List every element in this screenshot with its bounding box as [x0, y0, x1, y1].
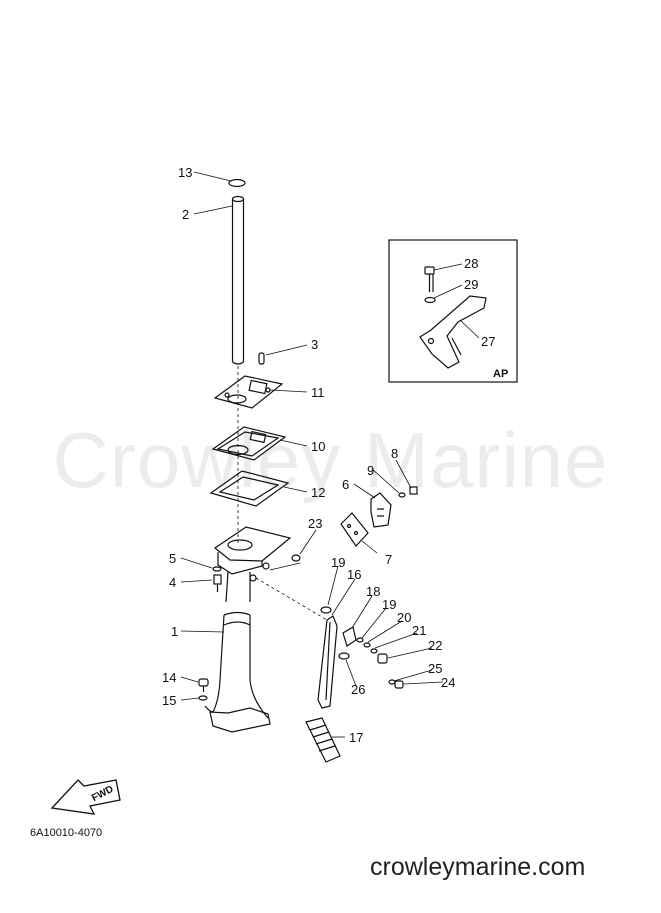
- top-plate-part-11: [213, 375, 284, 409]
- tiller-arm-part-16: [317, 615, 338, 709]
- callout-2: 2: [182, 207, 190, 222]
- cap-part-13: [228, 178, 246, 188]
- fwd-arrow-icon: [50, 779, 121, 815]
- callout-28: 28: [464, 256, 479, 271]
- callout-9: 9: [367, 463, 375, 478]
- diagram-code: 6A10010-4070: [30, 827, 103, 839]
- leader-lines: [180, 171, 480, 738]
- gasket-part-12: [209, 470, 290, 507]
- inset-frame-ap: [388, 239, 518, 383]
- callout-27: 27: [481, 334, 496, 349]
- callout-4: 4: [169, 575, 177, 590]
- callout-22: 22: [428, 638, 443, 653]
- callout-24: 24: [441, 675, 456, 690]
- clip-part-18: [342, 626, 357, 647]
- callout-20: 20: [397, 610, 412, 625]
- bolt-part-4: [213, 574, 222, 592]
- callout-19b: 19: [382, 597, 397, 612]
- pin-part-26: [338, 652, 350, 660]
- plate-part-7: [340, 512, 369, 547]
- callout-8: 8: [391, 446, 399, 461]
- nut-part-24: [394, 680, 404, 689]
- plate-part-10: [211, 426, 287, 461]
- callout-18: 18: [366, 584, 381, 599]
- upper-casing-part-1: [204, 526, 292, 733]
- callout-21: 21: [412, 623, 427, 638]
- bracket-part-6: [370, 492, 392, 528]
- callout-23: 23: [308, 516, 323, 531]
- callout-1: 1: [171, 624, 179, 639]
- callout-7: 7: [385, 552, 393, 567]
- washer-part-21: [370, 648, 378, 654]
- washer-part-15: [198, 695, 208, 701]
- callout-5: 5: [169, 551, 177, 566]
- bolt-part-8: [409, 486, 418, 495]
- washer-part-29: [424, 296, 436, 304]
- callout-14: 14: [162, 670, 177, 685]
- bolt-part-14: [198, 678, 209, 692]
- bracket-part-27: [419, 295, 487, 369]
- callout-10: 10: [311, 439, 326, 454]
- grip-part-17: [305, 717, 341, 763]
- callout-25: 25: [428, 661, 443, 676]
- callout-16: 16: [347, 567, 362, 582]
- callout-17: 17: [349, 730, 364, 745]
- bolt-part-28: [424, 266, 435, 292]
- callout-26: 26: [351, 682, 366, 697]
- spring-part-20: [363, 642, 371, 648]
- dowel-pin-part-3: [258, 352, 265, 365]
- shaft-tube-part-2: [231, 195, 245, 365]
- watermark-text: Crowley Marine: [52, 416, 609, 504]
- inset-tag-ap: AP: [493, 368, 509, 380]
- callout-6: 6: [342, 477, 350, 492]
- washer-part-19: [320, 606, 364, 643]
- website-text: crowleymarine.com: [370, 853, 586, 881]
- callout-12: 12: [311, 485, 326, 500]
- callout-19a: 19: [331, 555, 346, 570]
- callout-15: 15: [162, 693, 177, 708]
- knob-part-22: [377, 653, 388, 664]
- washer-part-5: [212, 566, 222, 572]
- callout-11: 11: [311, 385, 325, 400]
- nut-part-23: [291, 554, 301, 562]
- washer-part-9: [398, 492, 406, 498]
- callout-13: 13: [178, 165, 193, 180]
- callout-3: 3: [311, 337, 319, 352]
- callout-29: 29: [464, 277, 479, 292]
